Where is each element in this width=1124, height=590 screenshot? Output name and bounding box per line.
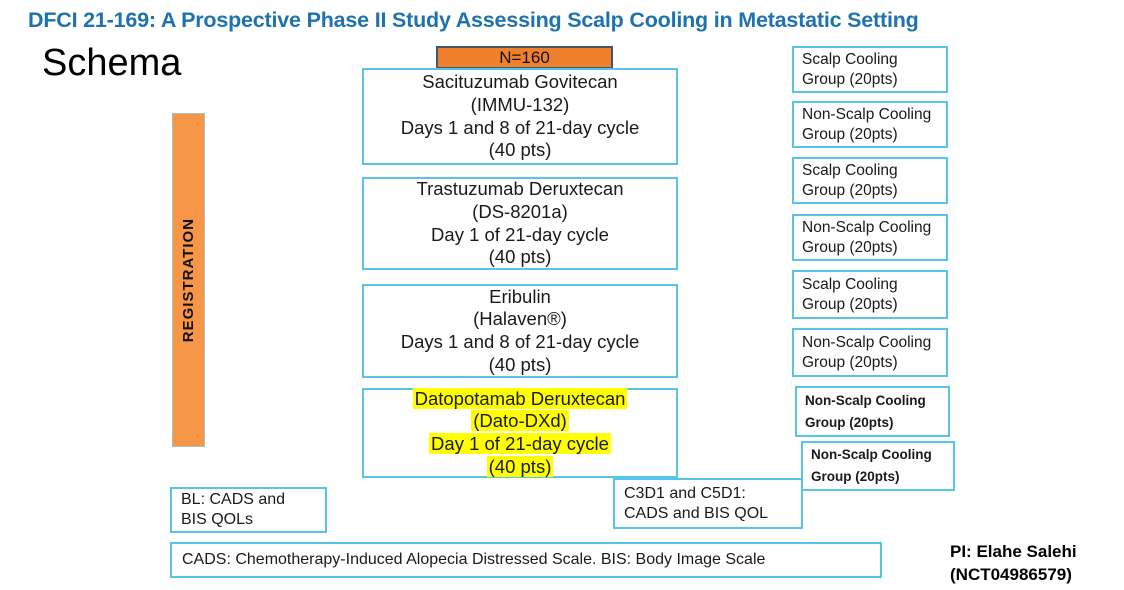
arm-line-highlighted: (Dato-DXd) [471,410,569,433]
highlighted-text: Datopotamab Deruxtecan [412,387,628,409]
legend-bar: CADS: Chemotherapy-Induced Alopecia Dist… [170,542,882,578]
cooling-group-line: Non-Scalp Cooling [811,447,932,463]
cooling-group-line: Group (20pts) [802,295,898,313]
pi-credit: PI: Elahe Salehi (NCT04986579) [950,541,1077,587]
cooling-group-box-7: Non-Scalp Cooling Group (20pts) [795,386,950,437]
cooling-group-line: Non-Scalp Cooling [802,105,932,123]
cooling-group-line: Non-Scalp Cooling [805,392,926,408]
arm-box-datopotamab-deruxtecan: Datopotamab Deruxtecan (Dato-DXd) Day 1 … [362,387,678,479]
arm-line: Trastuzumab Deruxtecan [416,178,624,200]
arm-line: Days 1 and 8 of 21-day cycle [400,116,640,138]
cooling-group-line: Group (20pts) [805,414,894,430]
arm-line: Day 1 of 21-day cycle [431,223,609,245]
arm-box-eribulin: Eribulin (Halaven®) Days 1 and 8 of 21-d… [362,284,678,378]
n-total-box: N=160 [436,46,613,69]
cooling-group-line: Group (20pts) [802,125,898,143]
cooling-group-line: Group (20pts) [802,238,898,256]
registration-label: REGISTRATION [180,217,197,343]
cooling-group-box-4: Non-Scalp Cooling Group (20pts) [792,214,948,261]
pi-name: PI: Elahe Salehi [950,542,1077,561]
arm-line: Sacituzumab Govitecan [422,71,618,93]
qol-line: BIS QOLs [181,511,254,528]
cooling-group-box-2: Non-Scalp Cooling Group (20pts) [792,101,948,148]
arm-line: (40 pts) [488,246,552,268]
schema-heading: Schema [42,42,182,84]
cooling-group-box-6: Non-Scalp Cooling Group (20pts) [792,328,948,377]
cooling-group-line: Scalp Cooling [802,275,898,293]
highlighted-text: (Dato-DXd) [471,410,569,432]
arm-line: (40 pts) [488,353,552,375]
cooling-group-box-8: Non-Scalp Cooling Group (20pts) [801,441,955,491]
cooling-group-line: Scalp Cooling [802,161,898,179]
arm-line: (IMMU-132) [470,93,570,115]
highlighted-text: Day 1 of 21-day cycle [429,433,611,454]
cooling-group-line: Non-Scalp Cooling [802,333,932,351]
arm-line: Days 1 and 8 of 21-day cycle [400,331,640,352]
arm-line: Eribulin [489,285,551,307]
cooling-group-line: Scalp Cooling [802,50,898,68]
cooling-group-box-1: Scalp Cooling Group (20pts) [792,46,948,93]
cooling-group-line: Group (20pts) [802,353,898,371]
qol-line: CADS and BIS QOL [624,504,769,522]
registration-bar: REGISTRATION [172,113,205,447]
qol-line: C3D1 and C5D1: [624,484,746,502]
n-total-label: N=160 [499,47,550,67]
cooling-group-line: Non-Scalp Cooling [802,218,932,236]
arm-box-trastuzumab-deruxtecan: Trastuzumab Deruxtecan (DS-8201a) Day 1 … [362,177,678,270]
arm-box-sacituzumab-govitecan: Sacituzumab Govitecan (IMMU-132) Days 1 … [362,68,678,165]
cooling-group-box-3: Scalp Cooling Group (20pts) [792,157,948,204]
arm-line: (Halaven®) [473,308,567,330]
baseline-qol-box: BL: CADS and BIS QOLs [170,487,327,533]
qol-line: BL: CADS and [181,491,286,508]
nct-number: (NCT04986579) [950,564,1072,584]
legend-text: CADS: Chemotherapy-Induced Alopecia Dist… [182,551,766,568]
cooling-group-line: Group (20pts) [811,469,900,484]
study-title: DFCI 21-169: A Prospective Phase II Stud… [28,8,919,32]
arm-line: (40 pts) [488,139,552,161]
highlighted-text: (40 pts) [486,455,554,477]
arm-line-highlighted: Day 1 of 21-day cycle [429,433,611,456]
cooling-group-line: Group (20pts) [802,181,898,199]
cooling-group-line: Group (20pts) [802,70,898,88]
arm-line-highlighted: Datopotamab Deruxtecan [412,387,628,411]
arm-line: (DS-8201a) [472,200,568,222]
cycle-qol-box: C3D1 and C5D1: CADS and BIS QOL [613,478,803,529]
arm-line-highlighted: (40 pts) [486,455,554,479]
cooling-group-box-5: Scalp Cooling Group (20pts) [792,270,948,319]
